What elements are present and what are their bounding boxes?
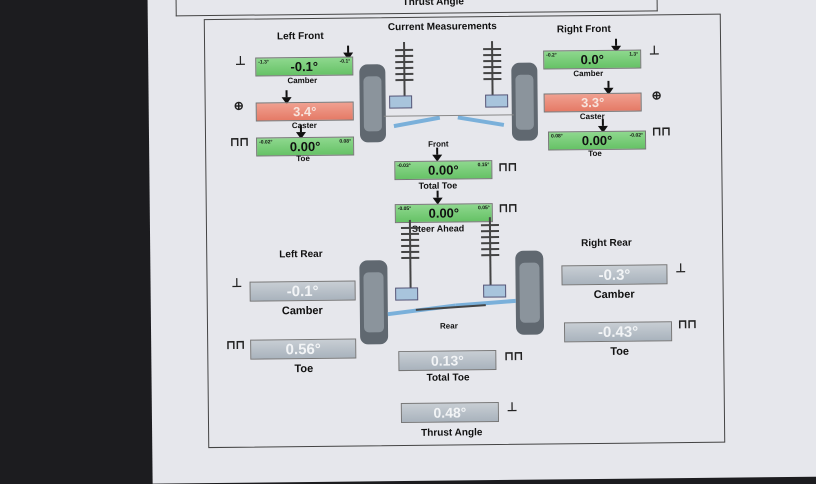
left-rear-title: Left Rear (279, 248, 323, 261)
right-front-caster-bar: 3.3° (543, 92, 642, 113)
left-front-caster-bar: 3.4° (255, 101, 354, 122)
previous-section-title: Thrust Angle (402, 0, 464, 9)
right-front-toe-label: Toe (588, 148, 602, 159)
left-front-toe-label: Toe (296, 153, 310, 164)
range-max: 0.08° (339, 138, 352, 145)
right-front-caster-value: 3.3° (580, 94, 605, 111)
range-max: 1.3° (629, 51, 639, 58)
right-front-title: Right Front (556, 23, 611, 36)
front-suspension-diagram (359, 41, 538, 143)
right-rear-title: Right Rear (581, 237, 632, 250)
thrust-angle-label: Thrust Angle (421, 427, 483, 439)
left-rear-toe-label: Toe (294, 362, 314, 376)
camber-icon: ⊥ (649, 43, 660, 58)
range-min: -0.05° (397, 205, 412, 213)
left-front-camber-label: Camber (287, 75, 318, 86)
camber-icon: ⊥ (231, 275, 243, 290)
range-max: 0.05° (478, 205, 490, 212)
toe-icon: ⊓⊓ (651, 124, 671, 139)
total-toe-icon: ⊓⊓ (498, 159, 518, 175)
right-front-camber-bar: -0.2° 0.0° 1.3° (543, 49, 642, 70)
left-front-camber-value: -0.1° (290, 58, 319, 75)
previous-section-box: Thrust Angle (175, 0, 658, 17)
rear-suspension-diagram (359, 217, 545, 345)
left-rear-camber-label: Camber (281, 304, 323, 318)
right-rear-toe-label: Toe (610, 345, 630, 358)
range-min: -0.2° (546, 52, 557, 59)
right-rear-camber-label: Camber (593, 288, 635, 302)
thrust-angle-value: 0.48° (433, 403, 467, 421)
thrust-angle-icon: ⊥ (506, 399, 518, 414)
right-front-toe-value: 0.00° (581, 132, 613, 149)
range-min: -0.03° (397, 162, 411, 170)
total-toe-rear-bar: 0.13° (398, 350, 497, 372)
front-label: Front (428, 139, 449, 149)
right-rear-camber-bar: -0.3° (561, 264, 668, 286)
range-min: -0.02° (259, 139, 273, 146)
right-front-camber-value: 0.0° (580, 51, 604, 68)
left-front-caster-value: 3.4° (293, 103, 317, 120)
right-front-camber-label: Camber (573, 68, 604, 79)
total-toe-front-value: 0.00° (428, 162, 459, 178)
left-rear-camber-bar: -0.1° (249, 280, 356, 302)
right-rear-camber-value: -0.3° (598, 266, 631, 284)
toe-icon: ⊓⊓ (677, 316, 697, 332)
right-coil-spring-icon (483, 41, 502, 106)
caster-icon: ⊕ (233, 98, 244, 113)
steer-ahead-icon: ⊓⊓ (498, 200, 518, 216)
left-front-title: Left Front (276, 30, 324, 43)
range-min: -1.3° (258, 59, 269, 66)
left-rear-camber-value: -0.1° (286, 282, 319, 300)
measurement-report: Current Measurements Left Front ⊥ -1.3° … (203, 13, 726, 449)
total-toe-front-bar: -0.03° 0.00° 0.15° (394, 160, 493, 181)
right-rear-toe-bar: -0.43° (563, 321, 673, 343)
left-front-camber-bar: -1.3° -0.1° -0.1° (255, 56, 354, 77)
left-coil-spring-icon (395, 41, 414, 107)
total-toe-front-label: Total Toe (418, 180, 458, 191)
caster-icon: ⊕ (651, 88, 662, 103)
left-front-toe-value: 0.00° (289, 138, 321, 155)
toe-icon: ⊓⊓ (226, 337, 245, 352)
total-toe-icon: ⊓⊓ (504, 348, 524, 363)
toe-icon: ⊓⊓ (229, 134, 249, 149)
camber-icon: ⊥ (675, 261, 686, 276)
range-min: 0.08° (550, 133, 563, 140)
range-max: -0.02° (629, 132, 644, 139)
total-toe-rear-value: 0.13° (430, 351, 464, 369)
printout-sheet: Thrust Angle Current Measurements Left F… (147, 0, 816, 484)
left-front-caster-label: Caster (291, 120, 317, 131)
report-title: Current Measurements (387, 21, 497, 34)
range-max: 0.15° (477, 162, 490, 169)
left-rear-toe-value: 0.56° (285, 340, 321, 358)
right-front-toe-bar: 0.08° 0.00° -0.02° (547, 130, 647, 151)
total-toe-rear-label: Total Toe (426, 372, 470, 384)
range-max: -0.1° (339, 58, 351, 65)
camber-icon: ⊥ (235, 53, 246, 68)
right-rear-toe-value: -0.43° (597, 323, 639, 341)
left-rear-toe-bar: 0.56° (250, 338, 357, 360)
thrust-angle-bar: 0.48° (400, 402, 500, 424)
rear-label: Rear (439, 321, 458, 331)
